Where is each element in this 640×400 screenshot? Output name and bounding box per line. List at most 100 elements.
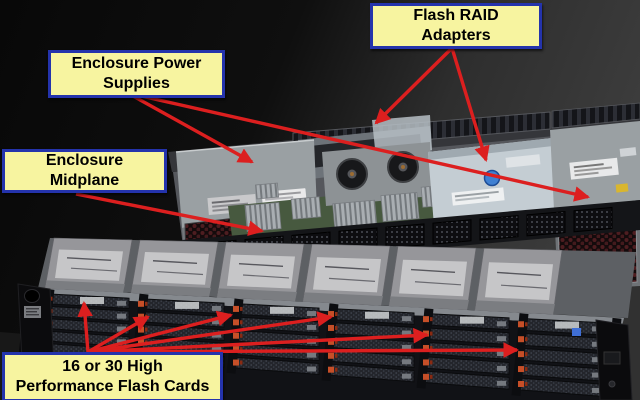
callout-arrow-flash_cards: [87, 310, 233, 354]
midplane-connector: [432, 219, 472, 245]
flash-card-latch: [307, 352, 316, 358]
flash-latch-pin: [525, 322, 528, 327]
flash-card-latch: [497, 351, 506, 357]
disk-drive: [388, 246, 477, 311]
flash-latch-dot: [233, 305, 239, 312]
flash-card-latch: [117, 326, 126, 332]
midplane-connector: [479, 215, 519, 241]
flash-latch-pin: [525, 352, 528, 357]
rack-ear-right: [595, 319, 633, 400]
flash-latch-pin: [430, 345, 433, 350]
heatsink: [380, 192, 420, 222]
flash-latch-dot: [233, 332, 239, 339]
flash-latch-pin: [335, 325, 338, 330]
callout-arrow-midplane: [75, 192, 265, 237]
flash-card-latch: [212, 346, 221, 352]
flash-card-latch: [402, 359, 411, 365]
flash-latch-dot: [423, 316, 429, 323]
flash-card-latch: [592, 387, 601, 393]
flash-latch-pin: [240, 320, 243, 325]
flash-card-sticker: [270, 306, 294, 314]
flash-card-sticker: [175, 301, 199, 309]
flash-latch-pin: [145, 301, 148, 306]
callout-text-line: Flash RAID: [413, 7, 499, 24]
flash-latch-pin: [525, 381, 528, 386]
flash-card-latch: [592, 357, 601, 363]
flash-latch-pin: [430, 331, 433, 336]
disk-drive: [216, 241, 305, 302]
callout-arrow-flash_cards: [87, 315, 150, 354]
flash-latch-dot: [233, 319, 239, 326]
flash-latch-dot: [328, 324, 334, 331]
flash-latch-dot: [233, 346, 239, 353]
flash-card-sticker: [80, 297, 104, 305]
callout-text-line: Adapters: [421, 27, 491, 44]
flash-card-latch: [402, 344, 411, 350]
callout-arrow-flash_cards: [87, 327, 430, 354]
callout-arrow-raid_adapters: [374, 46, 454, 125]
callout-text-line: Performance Flash Cards: [15, 378, 210, 395]
callout-flash-cards: 16 or 30 High Performance Flash Cards: [2, 352, 223, 400]
flash-latch-pin: [525, 367, 528, 372]
raid-adapter-main: [428, 138, 556, 226]
callout-arrow-power_supplies: [140, 94, 590, 202]
flash-latch-dot: [328, 338, 334, 345]
midplane-connector: [526, 211, 566, 237]
callout-text-line: 16 or 30 High: [62, 358, 163, 375]
flash-latch-pin: [430, 317, 433, 322]
midplane-connector: [573, 206, 613, 233]
callout-enclosure-power-supplies: Enclosure Power Supplies: [48, 50, 225, 98]
disk-drive: [474, 248, 563, 315]
flash-card-latch: [497, 380, 506, 386]
callout-text-line: Enclosure Power: [71, 55, 202, 72]
flash-latch-pin: [525, 337, 528, 342]
flash-latch-dot: [518, 366, 524, 373]
flash-latch-pin: [430, 374, 433, 379]
flash-latch-pin: [50, 296, 53, 301]
flash-card-sticker: [460, 316, 484, 324]
flash-latch-dot: [328, 352, 334, 359]
disk-drives: [44, 237, 563, 315]
flash-latch-dot: [423, 344, 429, 351]
flash-latch-dot: [138, 339, 144, 346]
flash-latch-dot: [518, 351, 524, 358]
flash-card-latch: [307, 311, 316, 317]
cooling-fans: [322, 142, 432, 206]
flash-card-latch: [402, 330, 411, 336]
callout-enclosure-midplane: Enclosure Midplane: [2, 149, 167, 193]
flash-latch-dot: [328, 366, 334, 373]
flash-latch-pin: [240, 360, 243, 365]
disk-drive: [44, 237, 133, 293]
flash-latch-pin: [240, 347, 243, 352]
flash-latch-pin: [335, 353, 338, 358]
callout-arrow-flash_cards: [87, 311, 334, 354]
rack-ear-left: [17, 283, 55, 369]
flash-latch-dot: [233, 359, 239, 366]
flash-latch-pin: [335, 367, 338, 372]
disk-drive: [302, 243, 391, 306]
heatsink: [290, 196, 322, 220]
flash-card-latch: [592, 372, 601, 378]
heatsink: [254, 182, 280, 200]
callout-arrow-flash_cards: [77, 300, 93, 353]
flash-latch-dot: [518, 336, 524, 343]
flash-card-latch: [117, 300, 126, 306]
callout-text-line: Supplies: [103, 75, 170, 92]
flash-card-latch: [592, 341, 601, 347]
callout-text-line: Midplane: [49, 172, 120, 189]
flash-card-latch: [497, 336, 506, 342]
flash-latch-dot: [423, 359, 429, 366]
flash-card-latch: [402, 316, 411, 322]
flash-latch-pin: [430, 360, 433, 365]
flash-latch-pin: [335, 312, 338, 317]
flash-latch-pin: [335, 339, 338, 344]
flash-latch-pin: [145, 327, 148, 332]
callout-flash-raid-adapters: Flash RAID Adapters: [370, 3, 542, 49]
flash-card-latch: [307, 366, 316, 372]
flash-latch-dot: [423, 373, 429, 380]
callout-arrow-flash_cards: [87, 342, 520, 358]
flash-card-latch: [307, 324, 316, 330]
flash-latch-dot: [518, 380, 524, 387]
